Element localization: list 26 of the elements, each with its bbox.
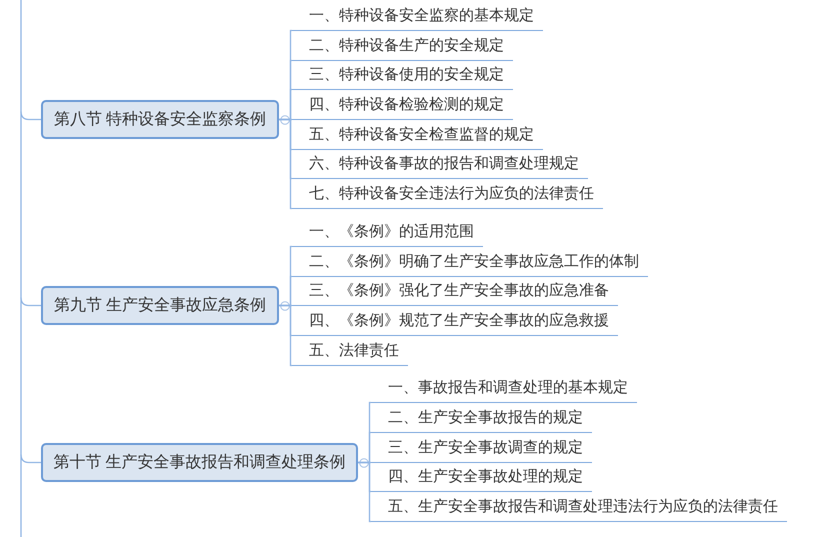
subtopic-item: 二、《条例》明确了生产安全事故应急工作的体制 [292,247,648,277]
connector-line [358,462,371,522]
subtopic-item: 一、《条例》的适用范围 [292,217,483,247]
subtopic-item: 一、事故报告和调查处理的基本规定 [371,373,637,403]
connector-line [20,297,41,306]
topic-box: 第十节 生产安全事故报告和调查处理条例 [41,443,358,482]
subtopic-item: 四、特种设备检验检测的规定 [292,90,513,120]
subtopic-item: 二、生产安全事故报告的规定 [371,403,592,433]
connector-line [20,0,22,537]
subtopic-item: 三、特种设备使用的安全规定 [292,60,513,90]
subtopic-item: 三、生产安全事故调查的规定 [371,433,592,463]
subtopic-item: 六、特种设备事故的报告和调查处理规定 [292,149,588,179]
connector-line [279,304,292,366]
connector-line [20,111,41,120]
subtopic-item: 四、生产安全事故处理的规定 [371,462,592,492]
connector-line [20,454,41,464]
subtopic-item: 五、生产安全事故报告和调查处理违法行为应负的法律责任 [371,492,787,522]
subtopic-item: 一、特种设备安全监察的基本规定 [292,1,543,31]
subtopic-item: 七、特种设备安全违法行为应负的法律责任 [292,179,603,209]
subtopic-item: 二、特种设备生产的安全规定 [292,31,513,61]
subtopic-item: 四、《条例》规范了生产安全事故的应急救援 [292,306,618,336]
topic-box: 第八节 特种设备安全监察条例 [41,100,279,139]
subtopic-item: 五、特种设备安全检查监督的规定 [292,120,543,150]
subtopic-item: 三、《条例》强化了生产安全事故的应急准备 [292,276,618,306]
subtopic-item: 五、法律责任 [292,336,408,366]
topic-box: 第九节 生产安全事故应急条例 [41,286,279,325]
